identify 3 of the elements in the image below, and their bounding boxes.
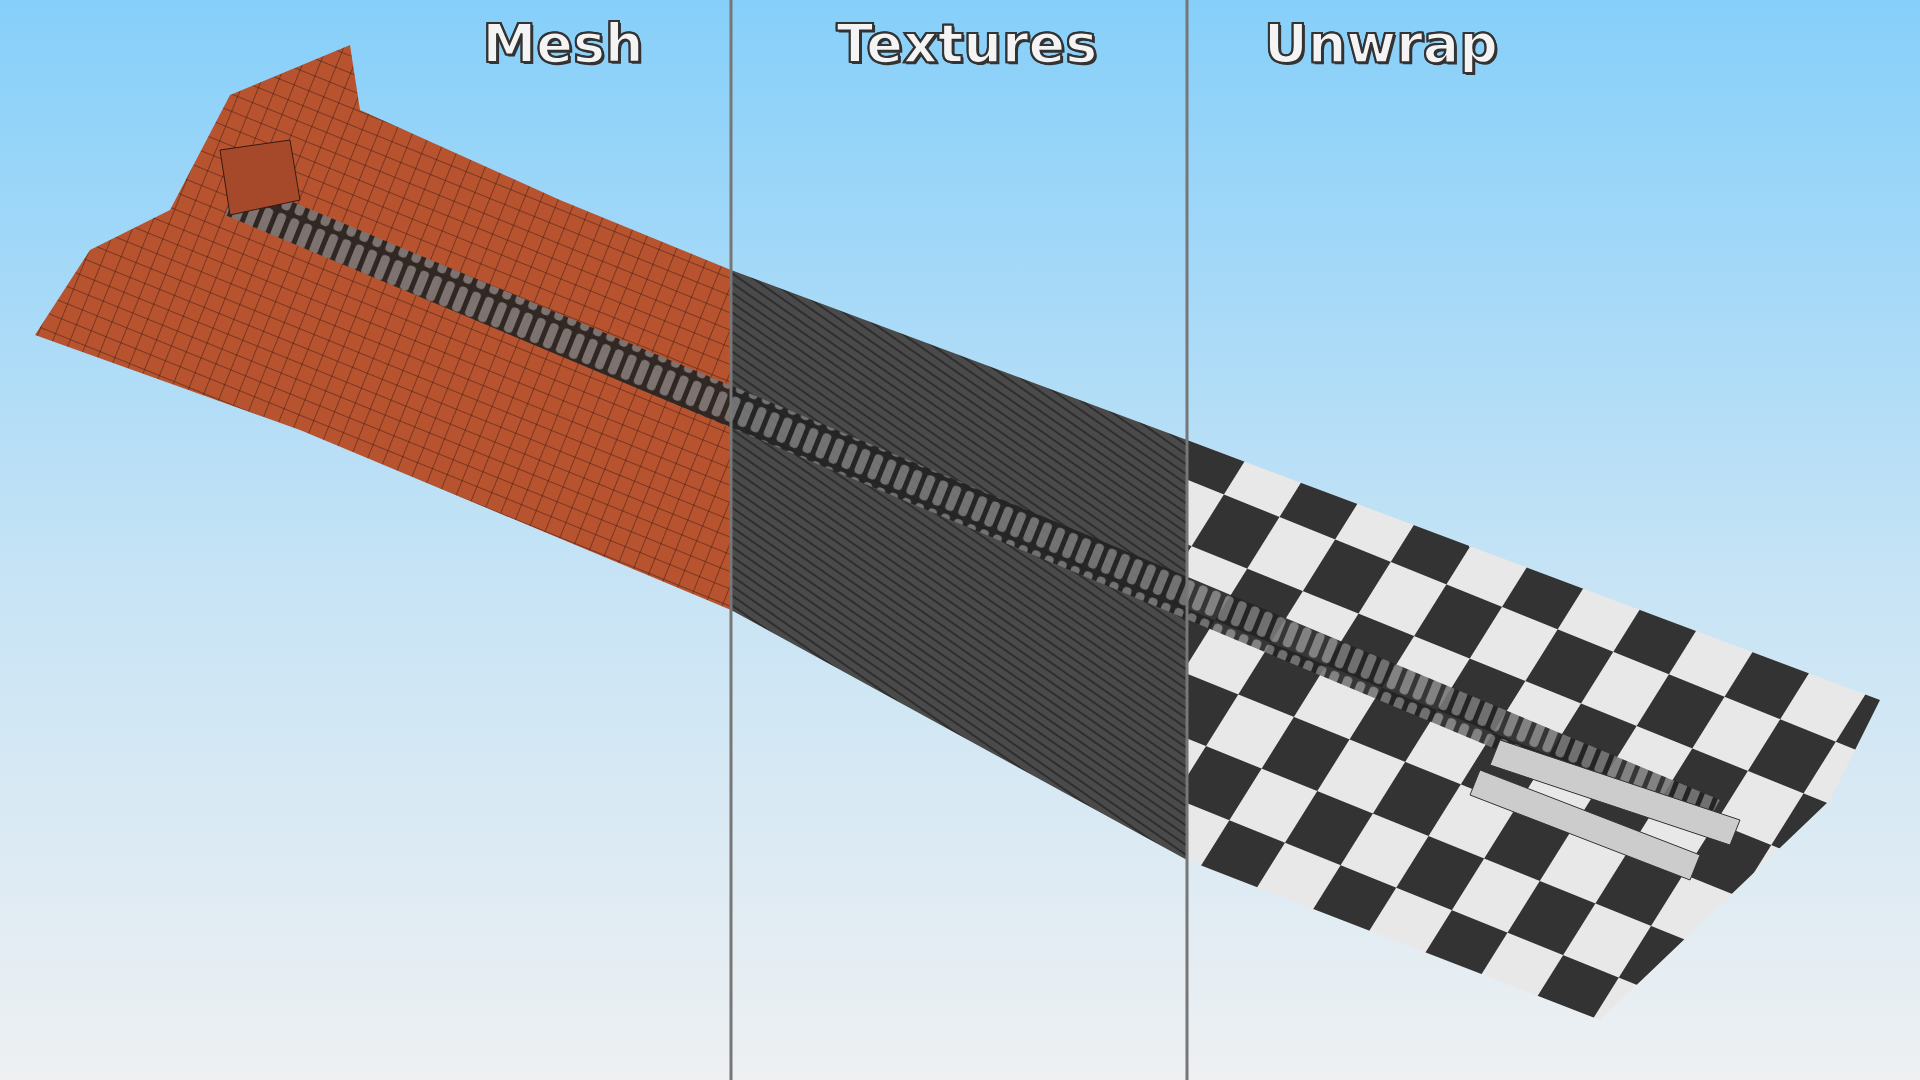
panel-title: Textures <box>836 12 1098 75</box>
panel-title: Unwrap <box>1264 12 1498 75</box>
panel-title: Mesh <box>482 12 644 75</box>
